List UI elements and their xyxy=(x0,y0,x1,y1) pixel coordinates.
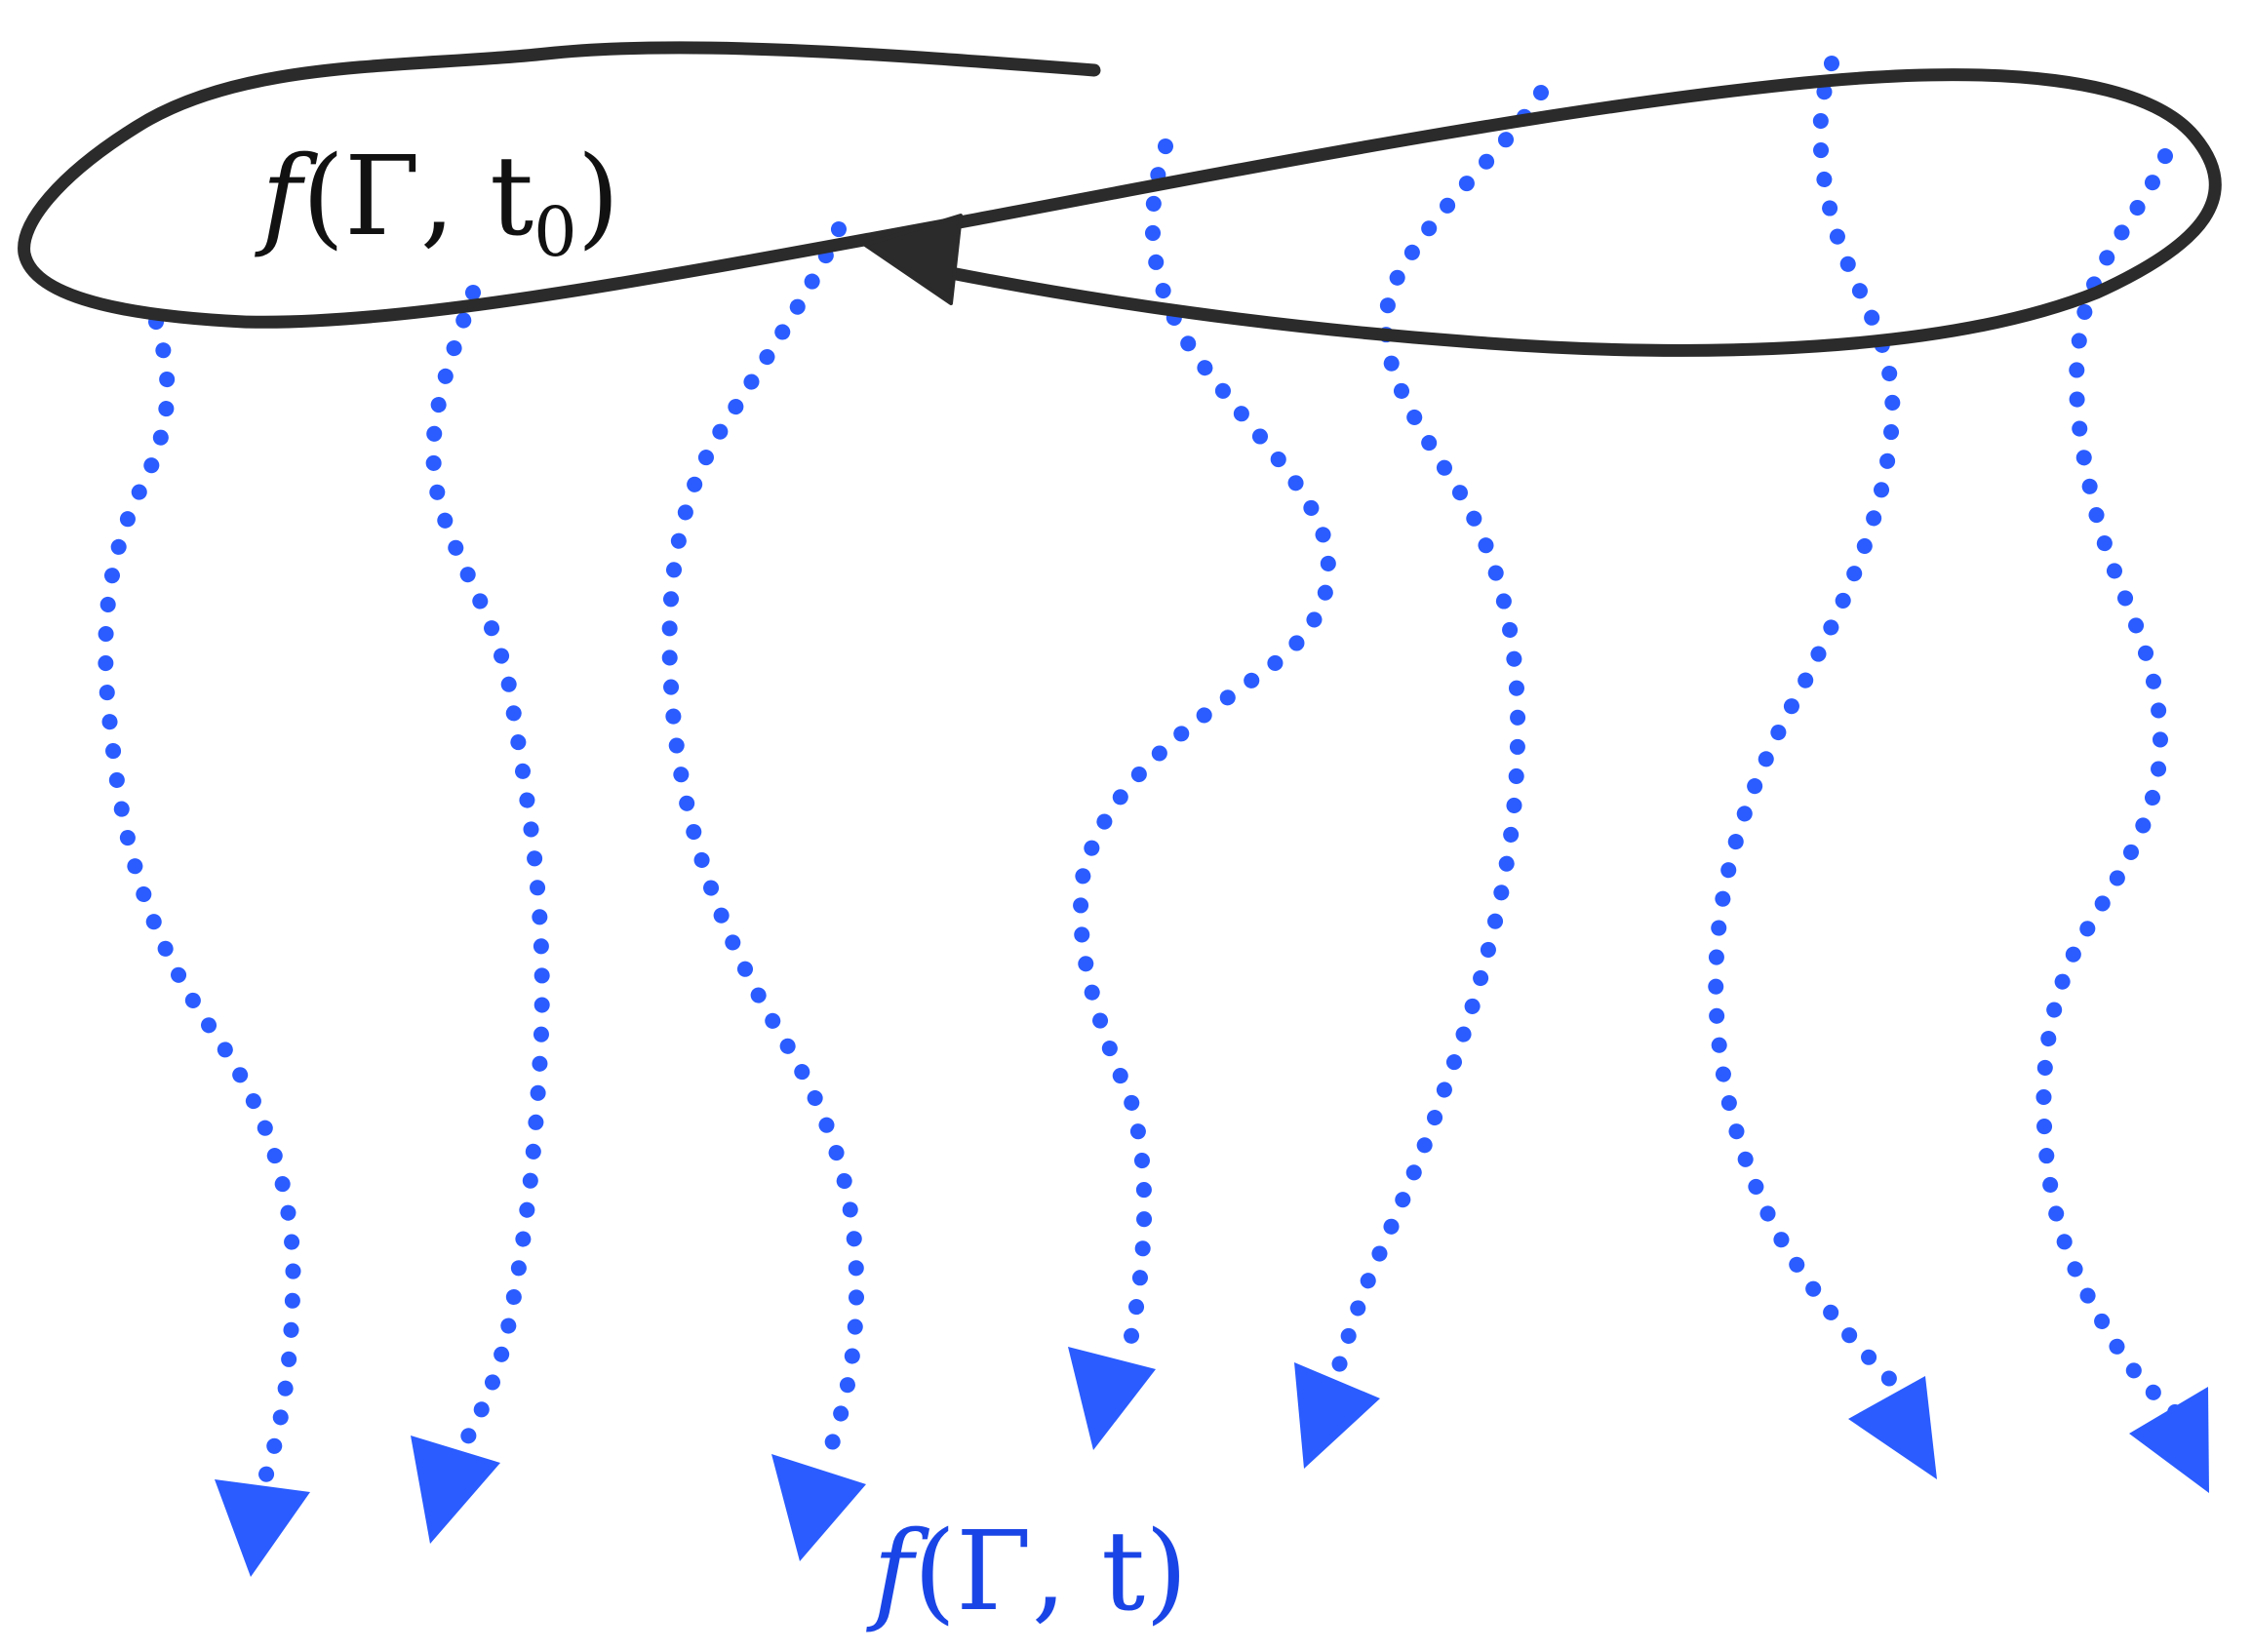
trajectory-path-4 xyxy=(1073,138,1336,1344)
trajectory-path-7 xyxy=(2035,148,2197,1432)
trajectory-path-3 xyxy=(661,221,865,1475)
trajectory-arrowhead-5 xyxy=(1294,1362,1380,1469)
initial-contour-curve xyxy=(18,41,2222,357)
trajectory-arrowhead-1 xyxy=(215,1479,310,1577)
trajectory-arrowhead-4 xyxy=(1068,1347,1156,1450)
label-initial-subscript: 0 xyxy=(533,192,577,272)
label-initial-close: ) xyxy=(577,134,620,260)
trajectory-path-6 xyxy=(1708,56,1929,1417)
initial-contour-group xyxy=(18,41,2222,357)
label-final-distribution: f(Γ, t) xyxy=(866,1509,1188,1635)
trajectory-arrowhead-7 xyxy=(2129,1387,2209,1493)
contour-arrowhead xyxy=(863,214,963,305)
trajectory-arrowhead-2 xyxy=(411,1436,500,1544)
label-initial-distribution: f(Γ, t0) xyxy=(255,134,619,272)
label-initial-args: (Γ, t xyxy=(301,134,533,260)
label-final-args: (Γ, t) xyxy=(913,1509,1187,1635)
trajectories-group xyxy=(98,56,2209,1577)
trajectory-path-5 xyxy=(1324,85,1549,1397)
trajectory-arrowhead-3 xyxy=(771,1454,866,1561)
trajectory-arrowhead-6 xyxy=(1848,1376,1937,1479)
trajectory-path-2 xyxy=(425,285,550,1461)
trajectory-path-1 xyxy=(98,314,301,1485)
